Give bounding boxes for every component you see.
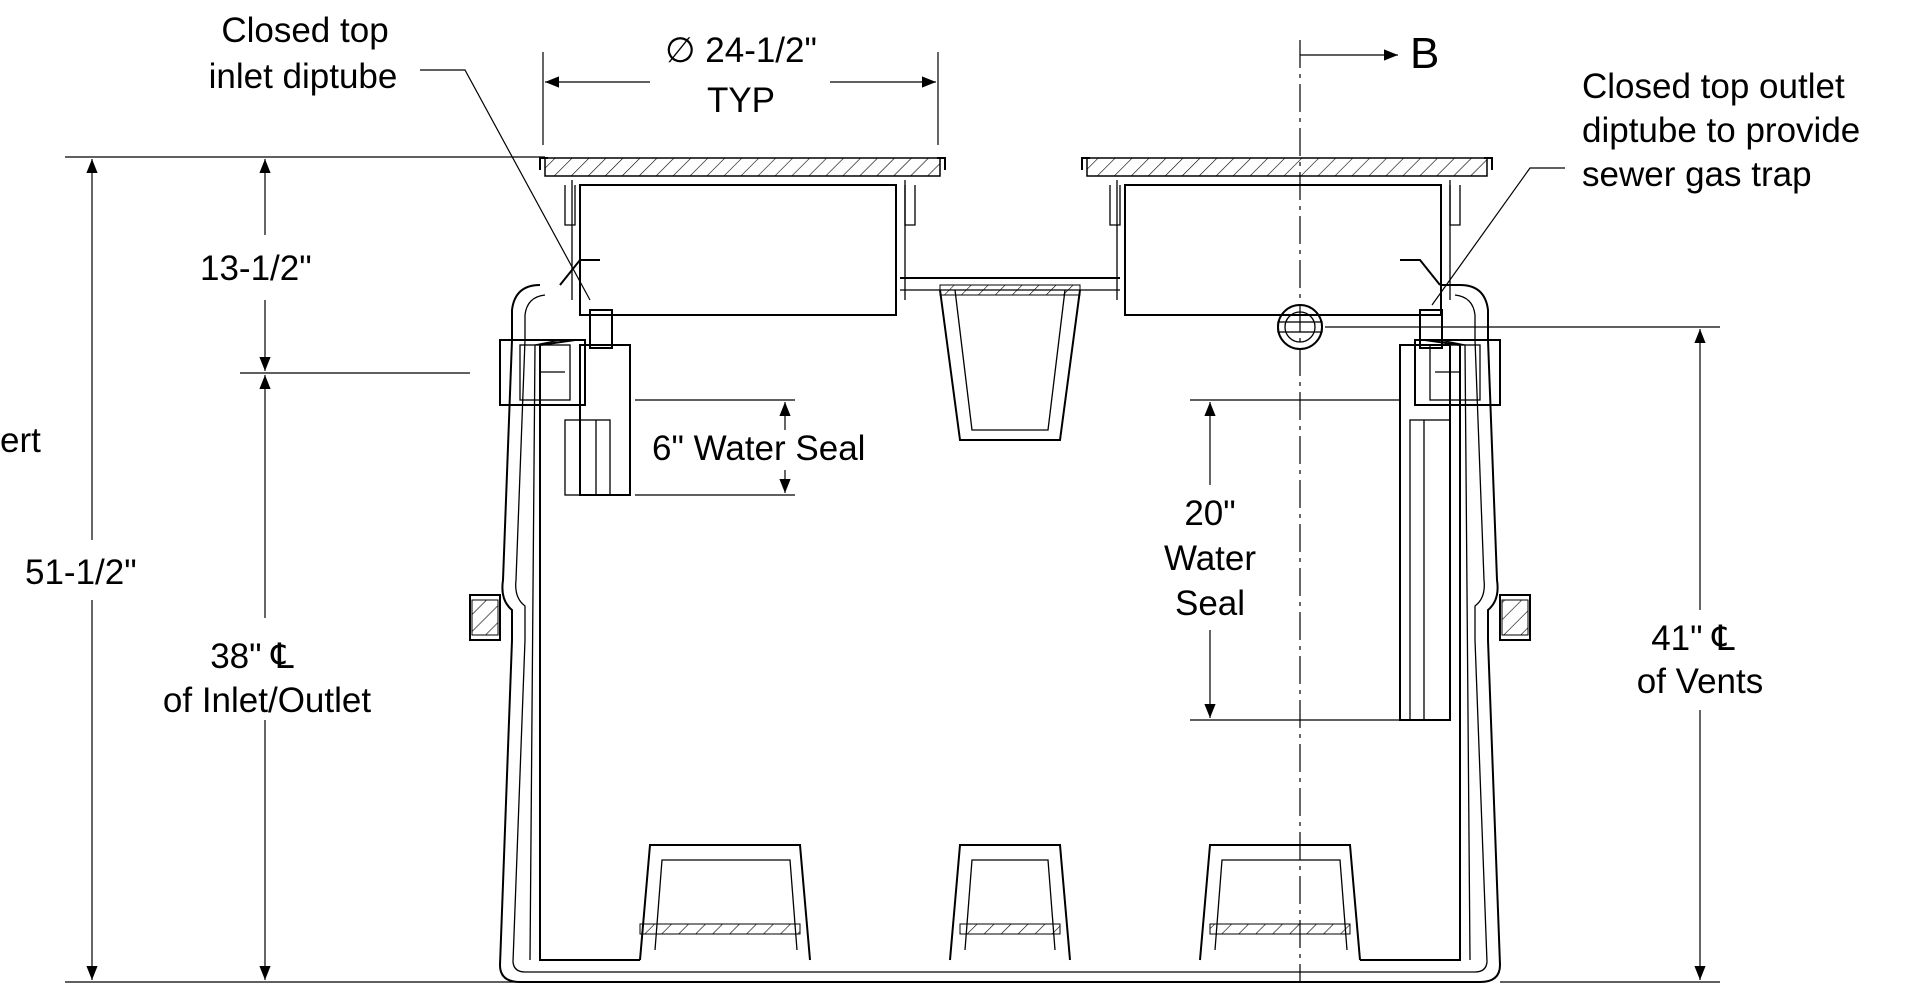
- water-seal-20-label-2: Water: [1164, 539, 1256, 578]
- dimension-lines: [65, 52, 1720, 983]
- section-marker-b: B: [1410, 29, 1439, 78]
- tank-body: [469, 259, 1531, 983]
- right-riser: [1081, 157, 1493, 316]
- diameter-label: ∅ 24-1/2": [665, 31, 817, 70]
- dim-13-label: 13-1/2": [200, 249, 312, 288]
- water-seal-20-label-3: Seal: [1175, 584, 1245, 623]
- dim-51-label: 51-1/2": [25, 553, 137, 592]
- water-seal-6-label: 6" Water Seal: [652, 429, 865, 468]
- outlet-diptube-label-3: sewer gas trap: [1582, 155, 1812, 194]
- inlet-diptube: [499, 309, 631, 496]
- inlet-outlet-label: of Inlet/Outlet: [163, 681, 371, 720]
- dim-41-label: 41" ℄: [1651, 619, 1735, 658]
- outlet-diptube-label-2: diptube to provide: [1582, 111, 1860, 150]
- cut-off-label: ert: [0, 421, 41, 460]
- inlet-diptube-label-1: Closed top: [221, 11, 388, 50]
- typ-label: TYP: [707, 81, 775, 120]
- outlet-diptube-label-1: Closed top outlet: [1582, 67, 1845, 106]
- dim-38-label: 38" ℄: [210, 637, 294, 676]
- vents-label: of Vents: [1637, 662, 1763, 701]
- water-seal-20-label-1: 20": [1184, 494, 1235, 533]
- inlet-diptube-label-2: inlet diptube: [209, 57, 398, 96]
- section-line-b: [1299, 40, 1398, 983]
- labels: Closed top inlet diptube ∅ 24-1/2" TYP B…: [0, 11, 1860, 720]
- left-riser: [539, 157, 946, 316]
- outlet-diptube: [1399, 309, 1501, 721]
